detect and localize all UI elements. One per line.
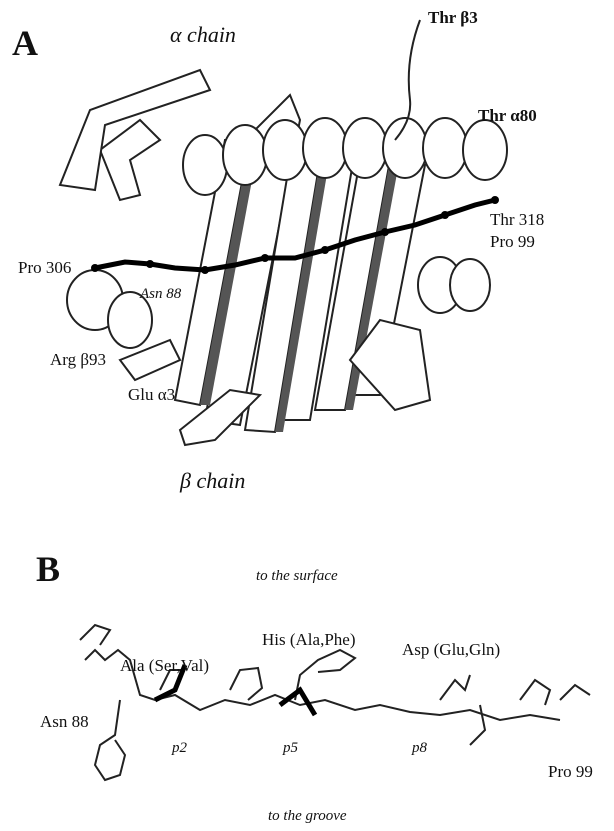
thr-alpha80-label: Thr α80 xyxy=(478,106,537,126)
thr-beta3-label: Thr β3 xyxy=(428,8,478,28)
p5-label: p5 xyxy=(283,740,298,757)
pro99-label-a: Pro 99 xyxy=(490,232,535,252)
p8-label: p8 xyxy=(412,740,427,757)
his-label: His (Ala,Phe) xyxy=(262,630,355,650)
arg-beta93-label: Arg β93 xyxy=(50,350,106,370)
to-groove-caption: to the groove xyxy=(268,808,347,825)
asn88-label-a: Asn 88 xyxy=(140,286,181,303)
thr318-label: Thr 318 xyxy=(490,210,544,230)
pro99-label-b: Pro 99 xyxy=(548,762,593,782)
panel-a-letter: A xyxy=(12,22,38,64)
p2-label: p2 xyxy=(172,740,187,757)
alpha-chain-label: α chain xyxy=(170,22,236,48)
asn88-label-b: Asn 88 xyxy=(40,712,89,732)
asp-label: Asp (Glu,Gln) xyxy=(402,640,500,660)
panel-b-letter: B xyxy=(36,548,60,590)
ala-label: Ala (Ser,Val) xyxy=(120,656,209,676)
glu-alpha3-label: Glu α3 xyxy=(128,385,175,405)
to-surface-caption: to the surface xyxy=(256,568,338,585)
beta-chain-label: β chain xyxy=(180,468,245,494)
pro306-label: Pro 306 xyxy=(18,258,71,278)
